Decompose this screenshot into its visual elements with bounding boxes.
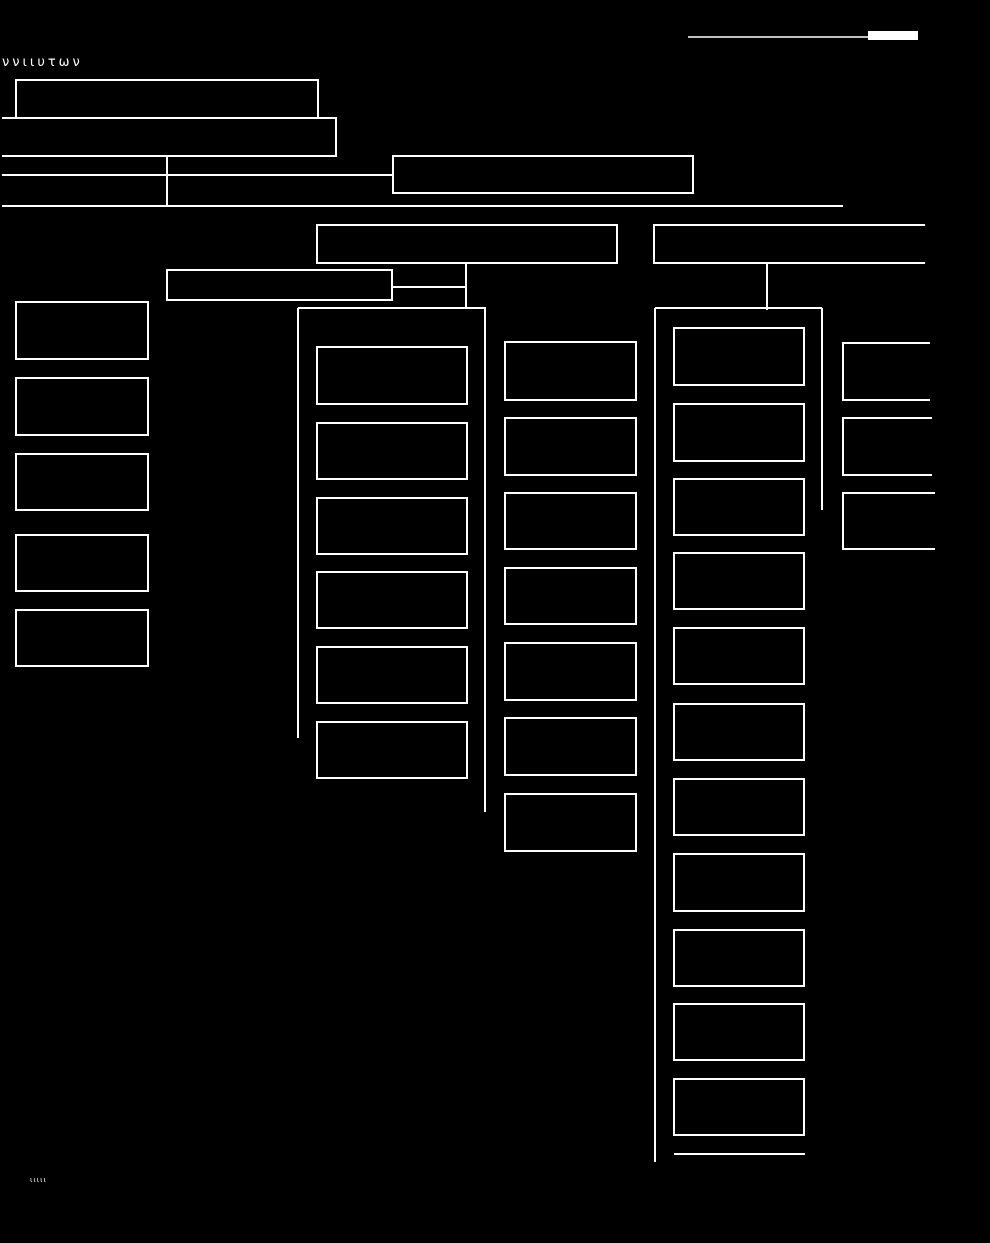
- tier2-box-right: [653, 224, 925, 264]
- center-right-column-box: [504, 567, 637, 625]
- right-column-box: [673, 1003, 805, 1061]
- right-column-box: [673, 929, 805, 987]
- right-column-box: [673, 778, 805, 836]
- right-column-box: [673, 1078, 805, 1136]
- left-column-box: [15, 377, 149, 436]
- right-column-box: [673, 627, 805, 685]
- right-column-box: [673, 327, 805, 386]
- right-column-box: [673, 703, 805, 761]
- far-right-box: [842, 342, 930, 401]
- center-column-box: [316, 571, 468, 629]
- right-header-box: [392, 155, 694, 194]
- header-box-1: [15, 79, 319, 119]
- left-column-box: [15, 301, 149, 360]
- center-column-box: [316, 721, 468, 779]
- header-faint-text: ννιιυτων: [2, 55, 83, 70]
- center-column-box: [316, 422, 468, 480]
- center-right-column-box: [504, 717, 637, 776]
- right-column-box: [673, 403, 805, 462]
- tier2-box-center: [316, 224, 618, 264]
- left-column-box: [15, 453, 149, 511]
- footer-faint-text: ιιιιι: [30, 1176, 47, 1184]
- center-column-box: [316, 646, 468, 704]
- left-column-box: [15, 609, 149, 667]
- top-rule: [688, 31, 918, 40]
- center-column-box: [316, 346, 468, 405]
- center-right-column-box: [504, 417, 637, 476]
- center-column-box: [316, 497, 468, 555]
- right-column-box: [673, 853, 805, 912]
- center-right-column-box: [504, 642, 637, 701]
- far-right-box: [842, 417, 932, 476]
- right-column-box: [673, 552, 805, 610]
- center-right-column-box: [504, 793, 637, 852]
- left-column-box: [15, 534, 149, 592]
- tier2-box-left: [166, 269, 393, 301]
- right-column-box: [673, 478, 805, 536]
- center-right-column-box: [504, 341, 637, 401]
- header-box-2: [2, 117, 337, 157]
- far-right-box: [842, 492, 935, 550]
- center-right-column-box: [504, 492, 637, 550]
